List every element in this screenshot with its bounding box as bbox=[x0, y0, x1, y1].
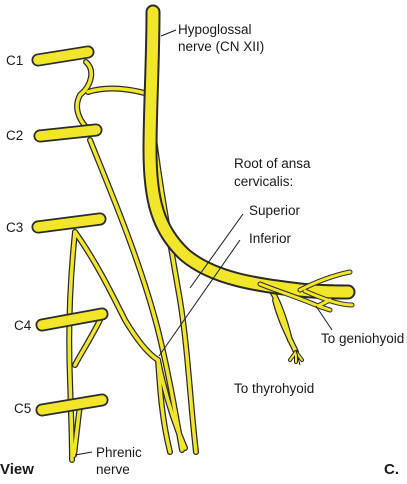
panel-label: C. bbox=[384, 461, 399, 478]
c5-label: C5 bbox=[14, 401, 31, 416]
hypoglossal-label-line2: nerve (CN XII) bbox=[178, 39, 264, 54]
hypoglossal-label-line1: Hypoglossal bbox=[178, 22, 252, 37]
phrenic-label-line2: nerve bbox=[96, 462, 130, 477]
superior-label: Superior bbox=[249, 203, 301, 218]
c1-label: C1 bbox=[6, 53, 23, 68]
c4-label: C4 bbox=[14, 318, 32, 333]
ansa-label-line1: Root of ansa bbox=[234, 156, 311, 171]
geniohyoid-label: To geniohyoid bbox=[321, 331, 404, 346]
thyrohyoid-label: To thyrohyoid bbox=[234, 381, 314, 396]
view-label: View bbox=[0, 461, 34, 478]
inferior-label: Inferior bbox=[249, 231, 292, 246]
c3-label: C3 bbox=[6, 220, 23, 235]
ansa-label-line2: cervicalis: bbox=[234, 174, 293, 189]
phrenic-label-line1: Phrenic bbox=[96, 445, 142, 460]
c2-label: C2 bbox=[6, 128, 23, 143]
